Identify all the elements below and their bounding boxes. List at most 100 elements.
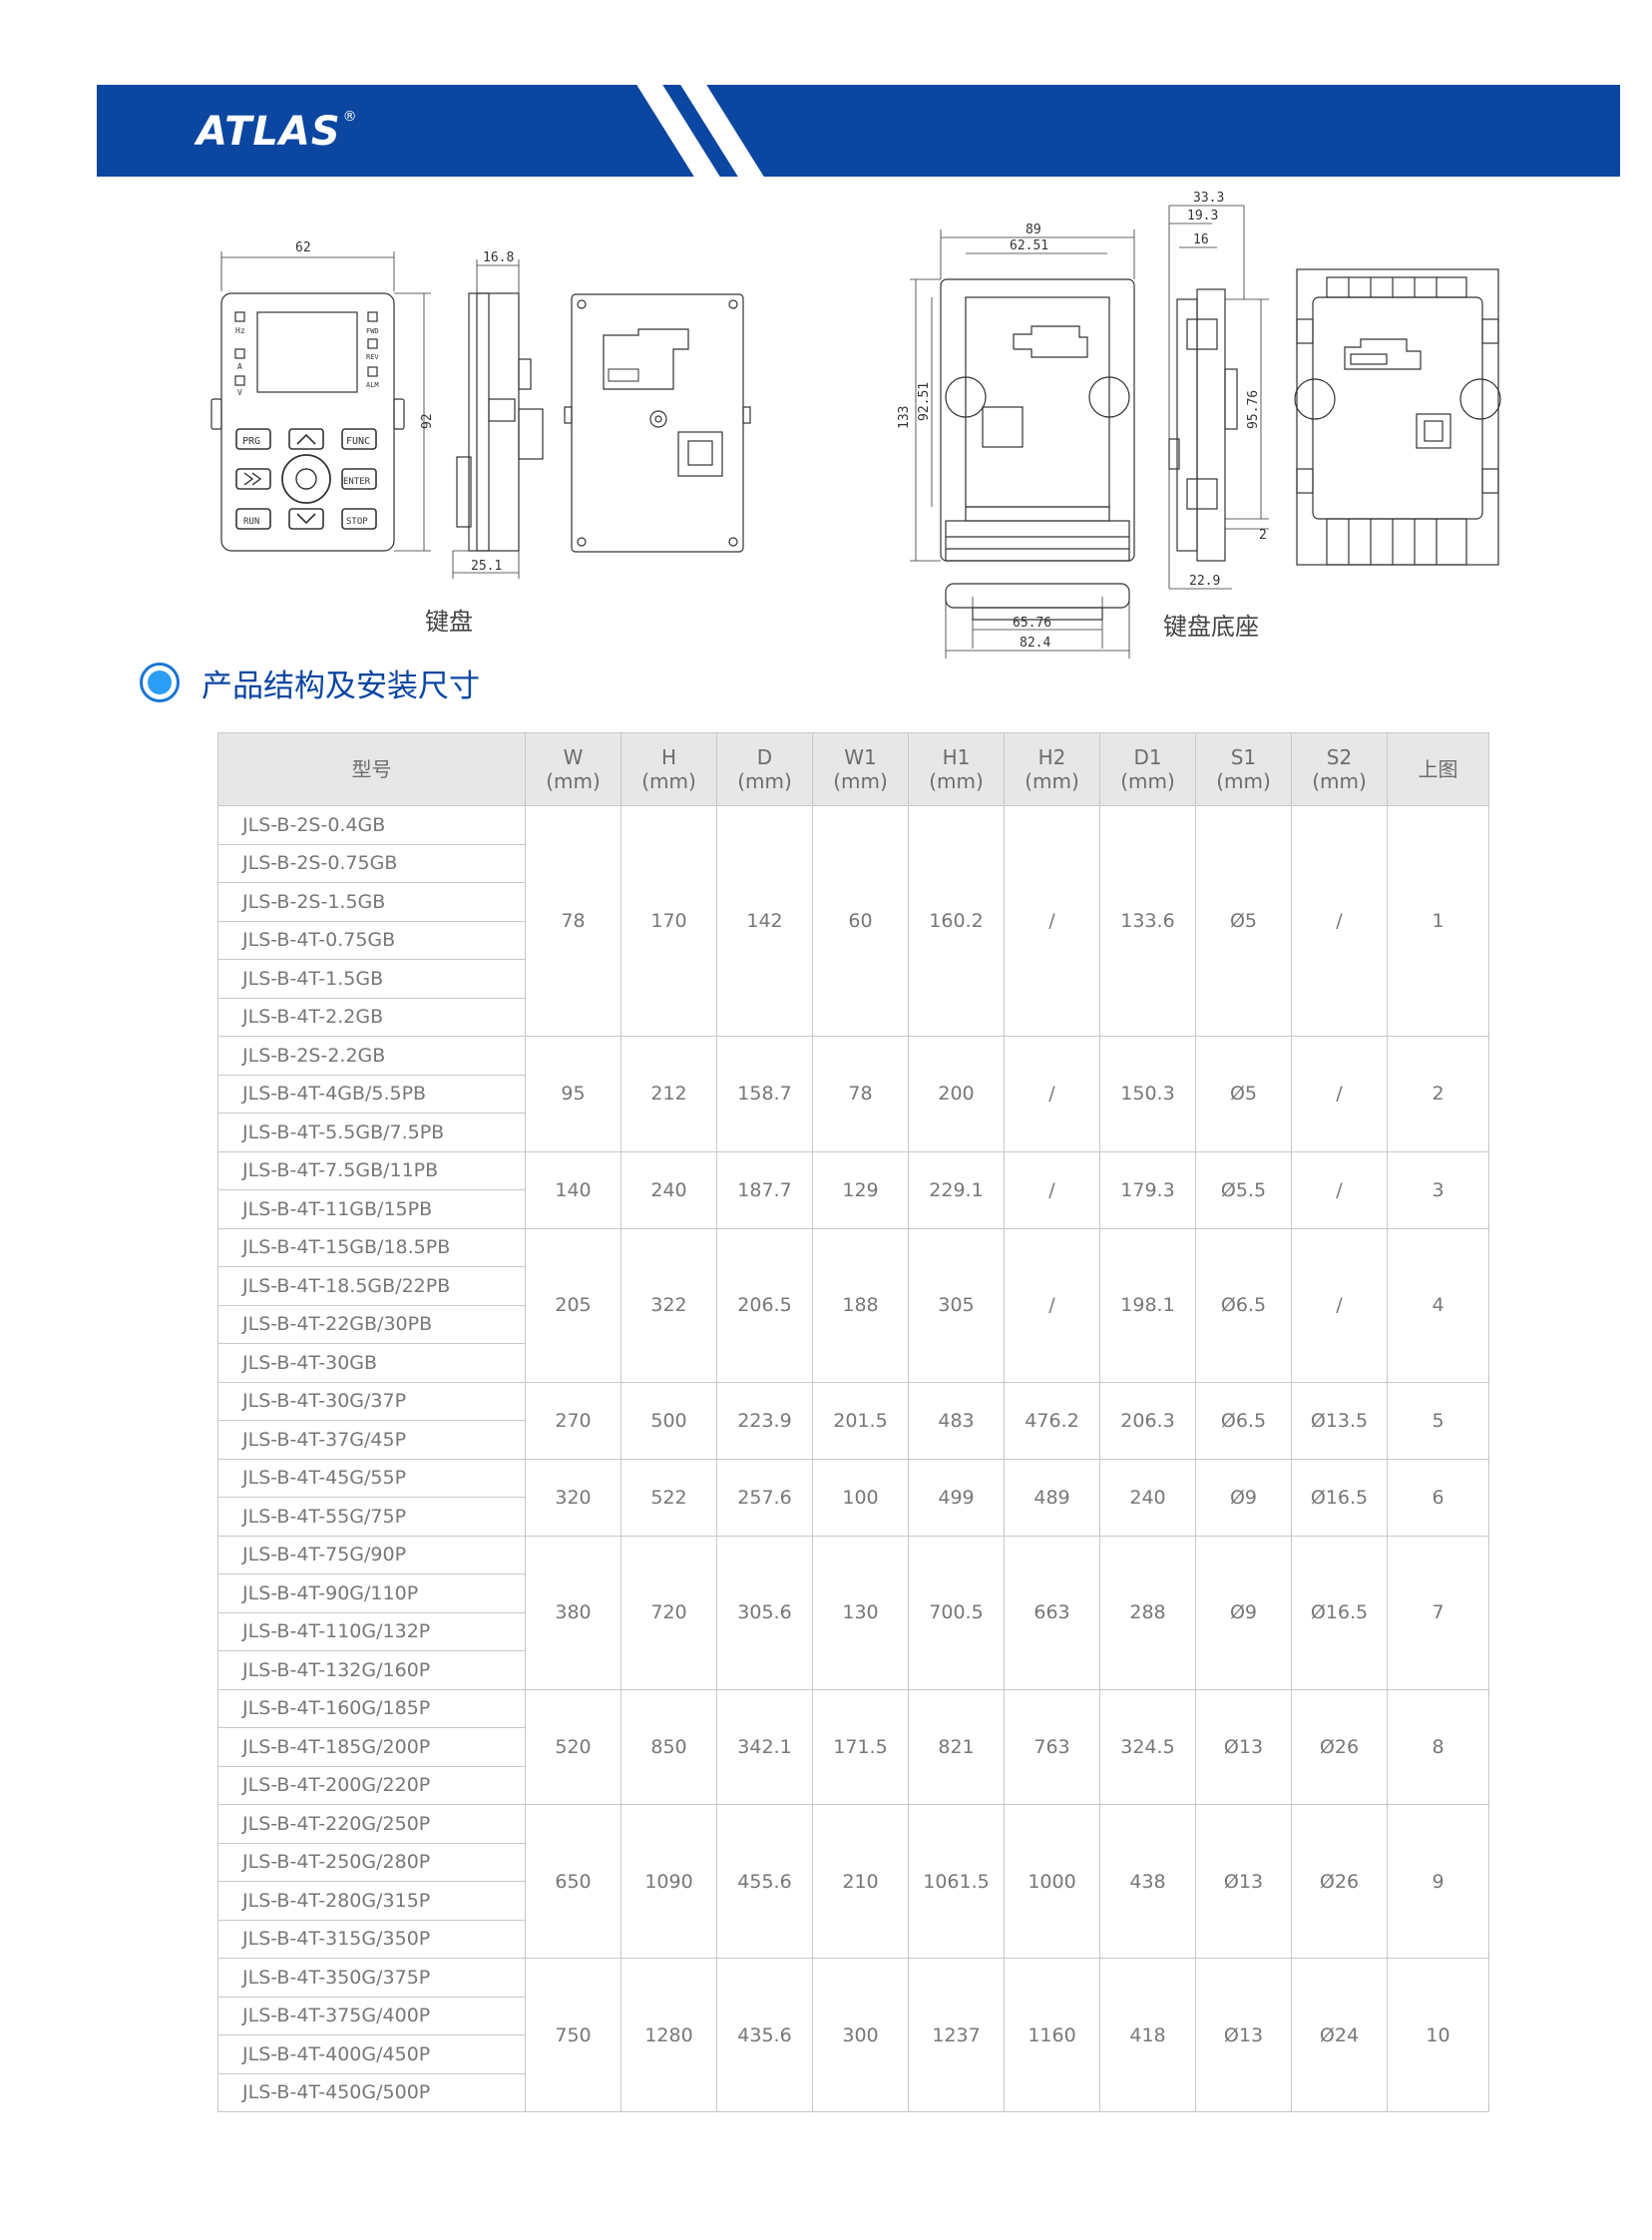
table-row: JLS-B-4T-200G/220P: [217, 1765, 1489, 1805]
value-cell: 2: [1387, 1036, 1489, 1152]
column-header-unit: (mm): [546, 769, 601, 793]
value-cell: 821: [908, 1688, 1005, 1805]
column-header: 型号: [217, 732, 526, 806]
value-cell: Ø13: [1195, 1804, 1292, 1959]
model-cell: JLS-B-4T-375G/400P: [217, 1996, 526, 2035]
table-row: JLS-B-4T-2.2GB: [217, 997, 1489, 1037]
model-cell: JLS-B-4T-2.2GB: [217, 997, 526, 1037]
dim-62-51: 62.51: [1010, 238, 1048, 253]
value-cell: Ø24: [1291, 1958, 1388, 2112]
model-cell: JLS-B-4T-132G/160P: [217, 1650, 526, 1690]
value-cell: Ø16.5: [1291, 1535, 1388, 1690]
value-cell: 198.1: [1099, 1227, 1196, 1383]
model-cell: JLS-B-4T-18.5GB/22PB: [217, 1266, 526, 1306]
column-header-unit: (mm): [833, 769, 888, 793]
technical-drawings: 62 Hz A V FWD REV ALM PRG FUNC: [0, 190, 1652, 669]
led-fwd: FWD: [366, 327, 379, 335]
column-header-label: H1: [942, 745, 971, 769]
keypad-caption: 键盘: [425, 608, 473, 636]
value-cell: 438: [1099, 1804, 1196, 1959]
value-cell: 133.6: [1099, 805, 1196, 1037]
value-cell: Ø9: [1195, 1535, 1292, 1690]
value-cell: 418: [1099, 1958, 1196, 2112]
model-cell: JLS-B-4T-350G/375P: [217, 1958, 526, 1998]
value-cell: 201.5: [812, 1381, 909, 1460]
value-cell: 342.1: [716, 1688, 813, 1805]
model-cell: JLS-B-4T-55G/75P: [217, 1497, 526, 1537]
column-header: D(mm): [716, 732, 813, 806]
table-row: JLS-B-4T-132G/160P: [217, 1650, 1489, 1690]
value-cell: 322: [620, 1227, 717, 1383]
target-circle-icon: [140, 663, 180, 702]
dim-16: 16: [1193, 232, 1209, 247]
model-cell: JLS-B-4T-15GB/18.5PB: [217, 1227, 526, 1267]
model-cell: JLS-B-2S-2.2GB: [217, 1036, 526, 1076]
value-cell: Ø13: [1195, 1688, 1292, 1805]
base-caption: 键盘底座: [1163, 613, 1259, 641]
model-cell: JLS-B-4T-37G/45P: [217, 1420, 526, 1460]
column-header: H2(mm): [1004, 732, 1100, 806]
value-cell: 187.7: [716, 1150, 813, 1229]
value-cell: 140: [525, 1150, 621, 1229]
value-cell: 520: [525, 1688, 621, 1805]
dim-95-76: 95.76: [1246, 390, 1261, 429]
model-cell: JLS-B-4T-280G/315P: [217, 1881, 526, 1921]
value-cell: 1: [1387, 805, 1489, 1037]
table-row: JLS-B-4T-30GB: [217, 1343, 1489, 1383]
column-header: S1(mm): [1195, 732, 1292, 806]
value-cell: 8: [1387, 1688, 1489, 1805]
value-cell: Ø13: [1195, 1958, 1292, 2112]
table-row: JLS-B-4T-185G/200P: [217, 1727, 1489, 1767]
value-cell: /: [1004, 1150, 1100, 1229]
value-cell: 206.5: [716, 1227, 813, 1383]
value-cell: /: [1291, 805, 1388, 1037]
table-row: JLS-B-4T-1.5GB: [217, 959, 1489, 999]
column-header-unit: (mm): [929, 769, 984, 793]
table-row: JLS-B-4T-18.5GB/22PB: [217, 1266, 1489, 1306]
model-cell: JLS-B-4T-220G/250P: [217, 1804, 526, 1844]
table-row: JLS-B-4T-4GB/5.5PB: [217, 1074, 1489, 1114]
dim-92-51: 92.51: [917, 382, 932, 421]
led-a: A: [237, 362, 242, 371]
model-cell: JLS-B-4T-22GB/30PB: [217, 1304, 526, 1344]
key-run: RUN: [243, 517, 259, 527]
value-cell: 483: [908, 1381, 1005, 1460]
column-header-label: W: [563, 745, 584, 769]
column-header-label: D1: [1133, 745, 1162, 769]
model-cell: JLS-B-4T-200G/220P: [217, 1765, 526, 1805]
value-cell: /: [1004, 1227, 1100, 1383]
value-cell: /: [1291, 1036, 1388, 1152]
value-cell: 500: [620, 1381, 717, 1460]
value-cell: Ø13.5: [1291, 1381, 1388, 1460]
column-header-label: H: [660, 745, 677, 769]
value-cell: /: [1291, 1227, 1388, 1383]
table-row: JLS-B-4T-0.75GB: [217, 920, 1489, 960]
value-cell: 158.7: [716, 1036, 813, 1152]
dim-65-76: 65.76: [1013, 616, 1051, 631]
model-cell: JLS-B-4T-5.5GB/7.5PB: [217, 1113, 526, 1152]
column-header: S2(mm): [1291, 732, 1388, 806]
value-cell: Ø6.5: [1195, 1381, 1292, 1460]
value-cell: /: [1004, 1036, 1100, 1152]
base-back-view: [1294, 268, 1501, 566]
model-cell: JLS-B-2S-1.5GB: [217, 882, 526, 922]
led-v: V: [237, 388, 242, 397]
dim-33-3: 33.3: [1193, 191, 1224, 206]
keypad-back-view: [564, 293, 751, 553]
value-cell: 320: [525, 1458, 621, 1537]
value-cell: 142: [716, 805, 813, 1037]
key-enter: ENTER: [343, 477, 371, 487]
model-cell: JLS-B-2S-0.75GB: [217, 843, 526, 883]
column-header-unit: (mm): [641, 769, 696, 793]
value-cell: 1160: [1004, 1958, 1100, 2112]
led-rev: REV: [366, 353, 379, 361]
value-cell: 650: [525, 1804, 621, 1959]
value-cell: 240: [1099, 1458, 1196, 1537]
